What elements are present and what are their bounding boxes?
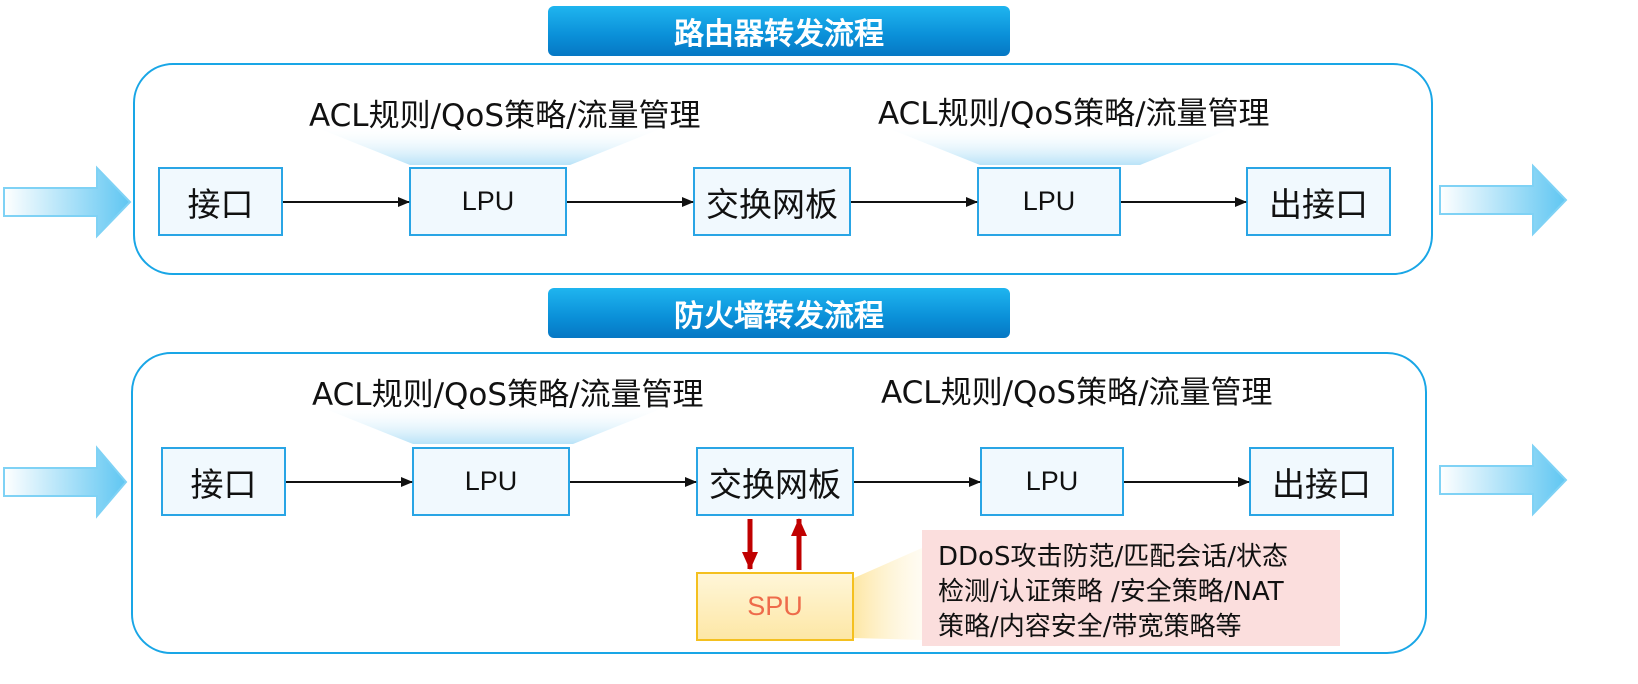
router-node-interface: 接口 <box>158 167 283 236</box>
router-node-lpu-out: LPU <box>977 167 1121 236</box>
router-in-arrow-icon <box>3 165 132 239</box>
router-caption-right: ACL规则/QoS策略/流量管理 <box>878 96 1270 132</box>
spu-feature-note: DDoS攻击防范/匹配会话/状态 检测/认证策略 /安全策略/NAT 策略/内容… <box>922 530 1340 646</box>
router-beam-right <box>880 125 1240 165</box>
spu-note-beam <box>854 548 922 640</box>
router-node-lpu-in: LPU <box>409 167 567 236</box>
firewall-node-lpu-out: LPU <box>980 447 1124 516</box>
firewall-title: 防火墙转发流程 <box>548 288 1010 338</box>
spu-note-line: DDoS攻击防范/匹配会话/状态 <box>938 542 1288 572</box>
router-out-arrow-icon <box>1439 163 1568 237</box>
firewall-out-arrow-icon <box>1439 443 1568 517</box>
firewall-node-interface: 接口 <box>161 447 286 516</box>
firewall-node-egress: 出接口 <box>1249 447 1394 516</box>
spu-note-line: 检测/认证策略 /安全策略/NAT <box>938 577 1284 607</box>
router-beam-left <box>310 125 670 165</box>
firewall-in-arrow-icon <box>3 445 128 519</box>
router-node-switch-fabric: 交换网板 <box>693 167 851 236</box>
firewall-node-switch-fabric: 交换网板 <box>696 447 854 516</box>
router-node-egress: 出接口 <box>1246 167 1391 236</box>
router-title: 路由器转发流程 <box>548 6 1010 56</box>
firewall-beam-left <box>313 404 673 444</box>
router-caption-left: ACL规则/QoS策略/流量管理 <box>309 98 701 134</box>
firewall-caption-left: ACL规则/QoS策略/流量管理 <box>312 377 704 413</box>
firewall-caption-right: ACL规则/QoS策略/流量管理 <box>881 375 1273 411</box>
spu-note-line: 策略/内容安全/带宽策略等 <box>938 612 1242 642</box>
firewall-node-lpu-in: LPU <box>412 447 570 516</box>
spu-box: SPU <box>696 572 854 641</box>
